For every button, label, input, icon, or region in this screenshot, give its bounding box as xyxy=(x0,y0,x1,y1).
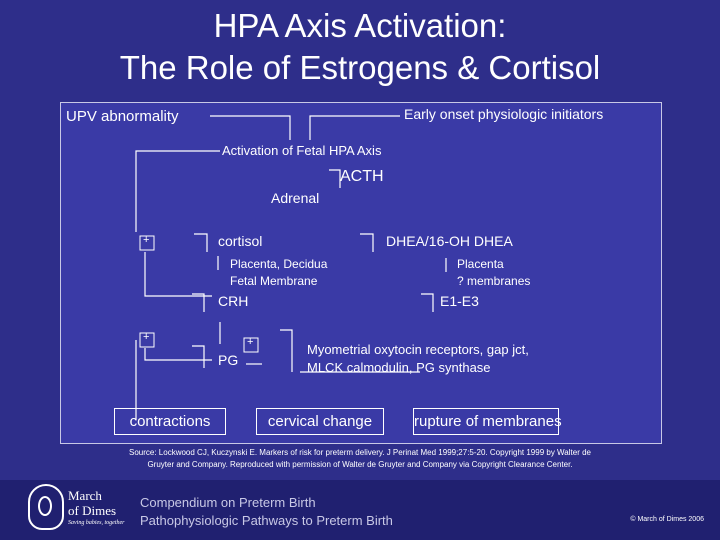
diagram-panel xyxy=(60,102,662,444)
myometrial-line-1: Myometrial oxytocin receptors, gap jct, xyxy=(307,342,529,357)
cortisol-label: cortisol xyxy=(218,233,263,249)
e1e3-label: E1-E3 xyxy=(440,293,479,309)
footer-bar xyxy=(0,480,720,540)
footer-line-1: Compendium on Preterm Birth xyxy=(140,495,316,510)
down-arrow-e1e3-icon xyxy=(421,293,434,312)
march-of-dimes-logo: March of Dimes Saving babies, together xyxy=(28,484,138,534)
placenta-label: Placenta xyxy=(457,257,504,271)
logo-name-line-2: of Dimes xyxy=(68,503,117,518)
feedback-line-cortisol xyxy=(144,252,212,297)
plus-box-lower xyxy=(139,332,155,348)
crh-label: CRH xyxy=(218,293,249,309)
logo-name-line-1: March xyxy=(68,488,102,503)
down-arrow-acth-icon xyxy=(329,169,341,188)
source-citation: Source: Lockwood CJ, Kuczynski E. Marker… xyxy=(60,447,660,471)
membranes-label: ? membranes xyxy=(457,274,531,288)
fetal-hpa-label: Activation of Fetal HPA Axis xyxy=(222,143,382,158)
feedback-line-upper xyxy=(135,150,220,232)
plus-sign-pg: + xyxy=(247,336,254,348)
copyright-notice: © March of Dimes 2006 xyxy=(630,516,704,523)
down-arrow-cortisol-icon xyxy=(194,233,208,252)
down-arrow-crh-icon xyxy=(192,293,205,312)
plus-sign-upper: + xyxy=(143,234,150,246)
source-line-2: Gruyter and Company. Reproduced with per… xyxy=(147,460,573,469)
rupture-membranes-box: rupture of membranes xyxy=(413,408,562,435)
adrenal-label: Adrenal xyxy=(271,190,320,206)
title-line-2: The Role of Estrogens & Cortisol xyxy=(119,49,601,86)
feedback-line-pg xyxy=(144,348,212,361)
footer-text: Compendium on Preterm Birth Pathophysiol… xyxy=(140,494,393,530)
placenta-decidua-label: Placenta, Decidua xyxy=(230,257,328,271)
footer-line-2: Pathophysiologic Pathways to Preterm Bir… xyxy=(140,513,393,528)
contractions-box: contractions xyxy=(114,408,226,435)
myometrial-line-2: MLCK calmodulin, PG synthase xyxy=(307,360,491,375)
pg-label: PG xyxy=(218,352,239,368)
upv-abnormality-label: UPV abnormality xyxy=(66,108,179,125)
mother-baby-logo-icon xyxy=(28,484,64,530)
plus-box-pg xyxy=(243,337,259,353)
plus-sign-lower: + xyxy=(143,331,150,343)
connector-initiators-to-hpa xyxy=(309,115,400,140)
cervical-change-box: cervical change xyxy=(256,408,384,435)
title-line-1: HPA Axis Activation: xyxy=(213,7,507,44)
plus-box-upper xyxy=(139,235,155,251)
logo-tagline: Saving babies, together xyxy=(68,520,125,526)
connector-upv-to-hpa xyxy=(210,115,291,140)
dhea-label: DHEA/16-OH DHEA xyxy=(386,233,513,249)
source-line-1: Source: Lockwood CJ, Kuczynski E. Marker… xyxy=(129,448,591,457)
logo-name: March of Dimes xyxy=(68,488,116,518)
down-arrow-myometrial-icon xyxy=(280,329,293,372)
acth-label: ACTH xyxy=(340,168,384,185)
down-arrow-pg-icon xyxy=(192,345,205,368)
early-onset-label: Early onset physiologic initiators xyxy=(404,106,604,122)
down-arrow-dhea-icon xyxy=(360,233,374,252)
fetal-membrane-label: Fetal Membrane xyxy=(230,274,318,288)
